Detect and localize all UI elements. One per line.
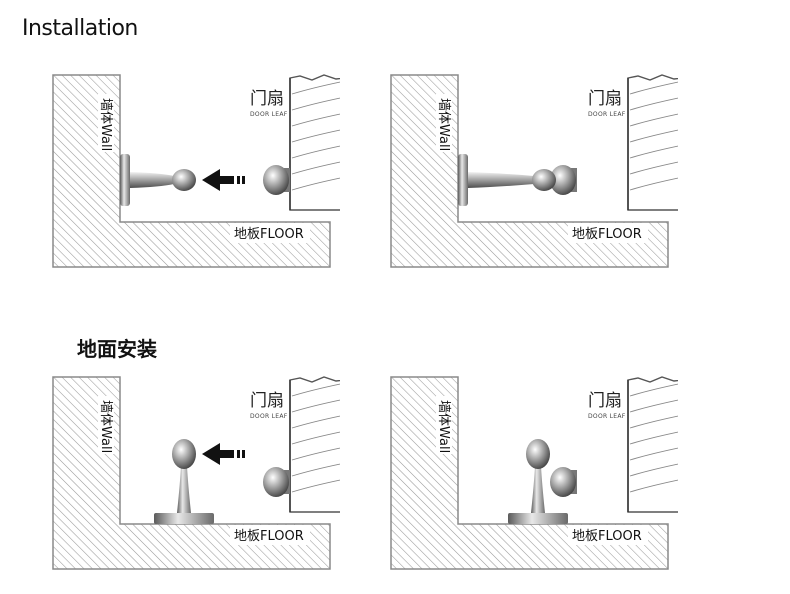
wall-doorstop-icon — [120, 154, 196, 206]
wall-floor-section — [390, 376, 669, 570]
door-leaf — [289, 376, 340, 513]
direction-arrow-icon — [202, 443, 245, 465]
door-label-group: 门扇 DOOR LEAF — [588, 391, 626, 420]
wall-label: 墙体Wall — [98, 400, 113, 453]
door-label-cn: 门扇 — [250, 89, 284, 109]
install-panel-wall-mount-before: 墙体Wall 地板FLOOR 门扇 DOOR LEAF — [52, 74, 340, 268]
door-label-group: 门扇 DOOR LEAF — [250, 391, 288, 420]
door-label-cn: 门扇 — [250, 391, 284, 411]
door-label-en: DOOR LEAF — [250, 413, 288, 420]
wall-floor-section — [52, 376, 331, 570]
page-title: Installation — [22, 16, 138, 41]
wall-label-box: 墙体Wall — [98, 396, 114, 454]
install-panel-wall-mount-after: 墙体Wall 地板FLOOR 门扇 DOOR LEAF — [390, 74, 678, 268]
floor-doorstop-icon — [154, 439, 214, 524]
floor-label: 地板FLOOR — [234, 227, 304, 242]
door-label-cn: 门扇 — [588, 89, 622, 109]
door-leaf — [289, 74, 340, 211]
wall-label-box: 墙体Wall — [98, 94, 114, 152]
wall-floor-section — [390, 74, 669, 268]
floor-label-box: 地板FLOOR — [568, 525, 648, 545]
floor-mount-heading: 地面安装 — [77, 337, 157, 361]
door-magnet-icon — [550, 467, 577, 497]
wall-doorstop-icon — [458, 154, 556, 206]
wall-label: 墙体Wall — [98, 98, 113, 151]
install-panel-floor-mount-after: 墙体Wall 地板FLOOR 门扇 DOOR LEAF — [390, 376, 678, 570]
door-label-cn: 门扇 — [588, 391, 622, 411]
door-label-group: 门扇 DOOR LEAF — [250, 89, 288, 118]
install-panel-floor-mount-before: 墙体Wall 地板FLOOR 门扇 DOOR LEAF — [52, 376, 340, 570]
floor-label-box: 地板FLOOR — [230, 525, 310, 545]
door-label-en: DOOR LEAF — [588, 413, 626, 420]
floor-label: 地板FLOOR — [572, 227, 642, 242]
floor-label-box: 地板FLOOR — [568, 223, 648, 243]
door-magnet-icon — [263, 467, 290, 497]
door-magnet-icon — [263, 165, 290, 195]
floor-label: 地板FLOOR — [234, 529, 304, 544]
floor-label: 地板FLOOR — [572, 529, 642, 544]
door-leaf — [627, 376, 678, 513]
door-label-en: DOOR LEAF — [588, 111, 626, 118]
wall-label-box: 墙体Wall — [436, 396, 452, 454]
wall-label: 墙体Wall — [436, 98, 451, 151]
floor-doorstop-icon — [508, 439, 568, 524]
wall-floor-section — [52, 74, 331, 268]
floor-label-box: 地板FLOOR — [230, 223, 310, 243]
door-label-en: DOOR LEAF — [250, 111, 288, 118]
door-leaf — [627, 74, 678, 211]
door-magnet-icon — [550, 165, 577, 195]
door-label-group: 门扇 DOOR LEAF — [588, 89, 626, 118]
direction-arrow-icon — [202, 169, 245, 191]
wall-label: 墙体Wall — [436, 400, 451, 453]
wall-label-box: 墙体Wall — [436, 94, 452, 152]
